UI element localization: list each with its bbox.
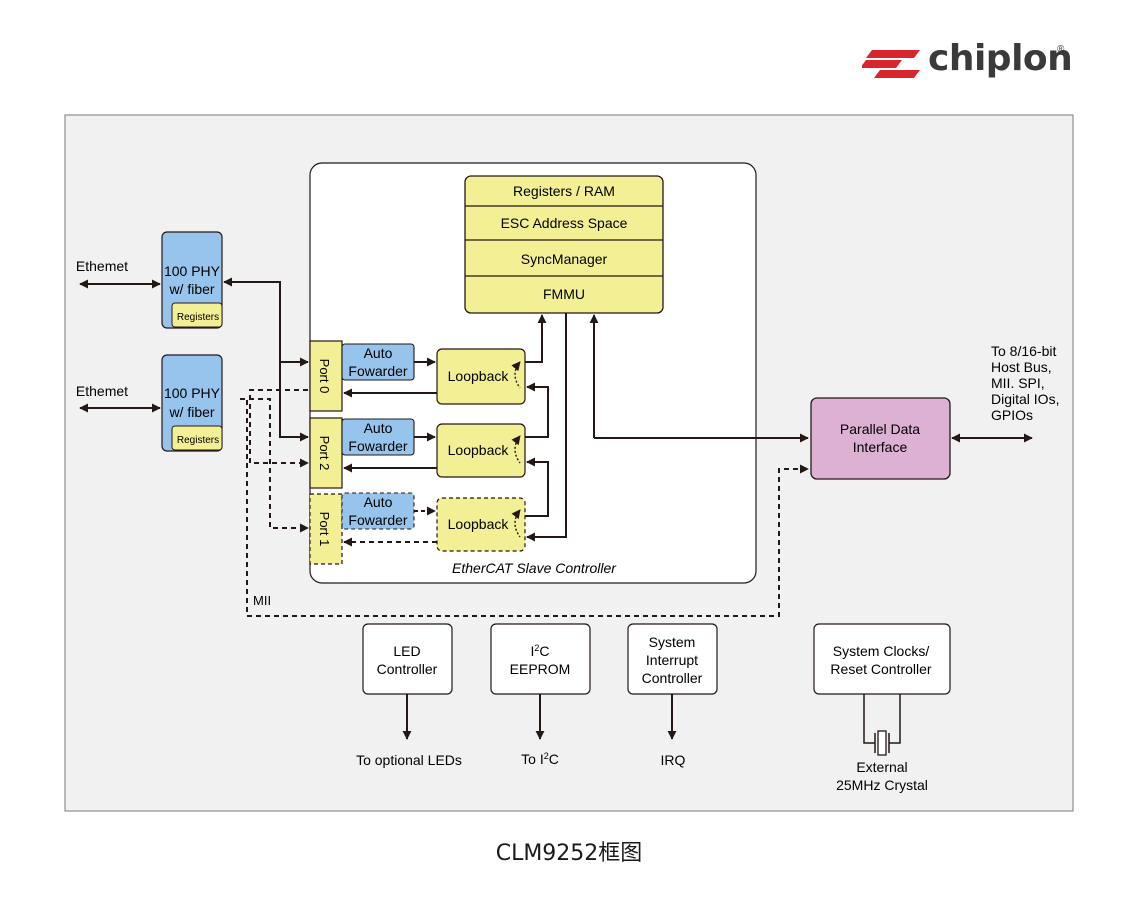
register-stack: [464, 175, 664, 314]
host-bus-line5: GPIOs: [991, 407, 1033, 423]
crystal-line2: 25MHz Crystal: [836, 777, 928, 793]
i2c-out-suffix: C: [549, 751, 559, 767]
irq-line3: Controller: [642, 670, 703, 686]
logo-stripe-mid: [862, 60, 902, 68]
mii-path: [246, 400, 809, 617]
port-0-label: Port 0: [317, 359, 332, 394]
host-bus-line2: Host Bus,: [991, 359, 1052, 375]
auto-forwarder-0-line1: Auto: [364, 345, 393, 361]
crystal-lead-left: [863, 694, 875, 744]
block-diagram: EtherCAT Slave Controller Registers / RA…: [64, 114, 1074, 812]
lb0-to-registers: [525, 314, 547, 363]
host-bus-line1: To 8/16-bit: [991, 343, 1056, 359]
irq-line2: Interrupt: [646, 652, 698, 668]
mii-label: MII: [253, 593, 271, 608]
lb2-to-lb0: [525, 382, 549, 438]
auto-forwarder-1-line2: Fowarder: [348, 512, 407, 528]
auto-forwarder-2-line1: Auto: [364, 420, 393, 436]
i2c-label: I2C: [530, 643, 549, 659]
phy-2-registers-label: Registers: [177, 435, 219, 446]
phy-2-line2: w/ fiber: [168, 404, 214, 420]
port-2: [309, 417, 343, 489]
port-1: [309, 493, 343, 565]
ethernet-label-2: Ethemet: [76, 383, 128, 399]
i2c-out-label: To I2C: [521, 751, 559, 767]
lb1-to-lb2: [525, 457, 549, 517]
irq-line1: System: [649, 634, 696, 650]
loopback-1-label: Loopback: [448, 516, 510, 532]
parallel-data-interface: [810, 397, 951, 480]
phy-2-registers: [171, 425, 223, 451]
phy-1-line2: w/ fiber: [168, 281, 214, 297]
phy1-to-port0: [223, 277, 309, 367]
led-out-label: To optional LEDs: [356, 752, 462, 768]
brand-name: chiplon: [928, 38, 1073, 79]
phy-1-line1: 100 PHY: [164, 263, 221, 279]
chiplon-logo-mark: [862, 50, 920, 78]
crystal-line1: External: [856, 759, 907, 775]
phy-2-line1: 100 PHY: [164, 385, 221, 401]
led-line1: LED: [393, 643, 420, 659]
crystal-lead-right: [889, 694, 901, 744]
port-0: [309, 340, 343, 412]
phy2-return: [249, 389, 309, 468]
registers-to-lb1: [526, 313, 567, 542]
i2c-prefix: I: [530, 643, 534, 659]
i2c-out-prefix: To I: [521, 751, 544, 767]
esc-address-space-label: ESC Address Space: [501, 215, 628, 231]
i2c-superscript: 2: [534, 643, 539, 653]
pdi-line2: Interface: [853, 439, 908, 455]
phy2-to-port1: [240, 398, 309, 533]
loopback-1: [436, 497, 526, 552]
led-line2: Controller: [377, 661, 438, 677]
i2c-out-superscript: 2: [544, 751, 549, 761]
host-bus-line4: Digital IOs,: [991, 391, 1059, 407]
phy-1-registers-label: Registers: [177, 312, 219, 323]
port-1-label: Port 1: [317, 512, 332, 547]
loopback-0-curve: [511, 361, 521, 389]
irq-out-label: IRQ: [661, 752, 686, 768]
eeprom-label: EEPROM: [510, 661, 571, 677]
fmmu-label: FMMU: [543, 286, 585, 302]
syncmanager-label: SyncManager: [521, 251, 608, 267]
phy-1-registers: [171, 302, 223, 328]
ethernet-label-1: Ethemet: [76, 258, 128, 274]
i2c-suffix: C: [539, 643, 549, 659]
pdi-line1: Parallel Data: [840, 421, 920, 437]
clk-line2: Reset Controller: [830, 661, 931, 677]
crystal-body: [877, 730, 887, 756]
i2c-eeprom: [490, 623, 591, 695]
host-bus-line3: MII. SPI,: [991, 375, 1045, 391]
esc-label: EtherCAT Slave Controller: [452, 560, 617, 576]
loopback-0: [436, 348, 526, 405]
loopback-0-label: Loopback: [448, 368, 510, 384]
loopback-2: [436, 423, 526, 478]
loopback-2-label: Loopback: [448, 442, 510, 458]
brand-registered-mark: ®: [1057, 44, 1065, 55]
logo-stripe-bottom: [874, 70, 920, 78]
auto-forwarder-0-line2: Fowarder: [348, 363, 407, 379]
clk-line1: System Clocks/: [833, 643, 930, 659]
port-2-label: Port 2: [317, 436, 332, 471]
figure-caption: CLM9252框图: [495, 841, 643, 866]
clock-reset-controller: [813, 623, 951, 695]
auto-forwarder-1-line1: Auto: [364, 494, 393, 510]
auto-forwarder-2-line2: Fowarder: [348, 438, 407, 454]
registers-ram-label: Registers / RAM: [513, 183, 615, 199]
phy1-to-port2: [279, 362, 309, 442]
logo-stripe-top: [866, 50, 920, 58]
led-controller: [362, 623, 453, 695]
